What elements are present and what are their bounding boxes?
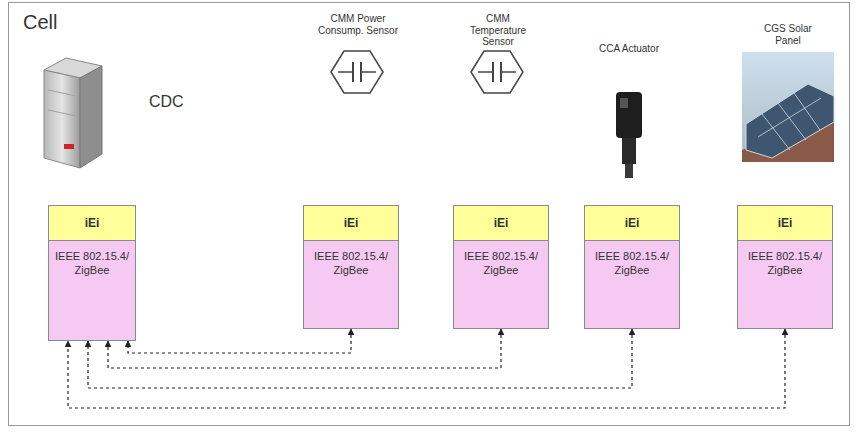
sensor-symbol: [331, 51, 383, 93]
actuator-icon: [616, 92, 642, 178]
server-icon: [44, 58, 102, 168]
solar-panel-photo: [742, 52, 834, 162]
radio-stack-box: IEEE 802.15.4/ ZigBee: [453, 241, 549, 329]
protocol-box: iEi: [48, 205, 136, 241]
protocol-box: iEi: [303, 205, 399, 241]
dashed-link: [108, 329, 501, 368]
box-text: iEi: [49, 206, 135, 230]
box-text: iEi: [585, 206, 679, 230]
box-text: IEEE 802.15.4/ ZigBee: [585, 241, 679, 277]
box-text: IEEE 802.15.4/ ZigBee: [304, 241, 398, 277]
radio-stack-box: IEEE 802.15.4/ ZigBee: [737, 241, 833, 329]
device-label: CMM Power Consump. Sensor: [312, 13, 404, 36]
protocol-box: iEi: [584, 205, 680, 241]
box-text: IEEE 802.15.4/ ZigBee: [49, 241, 135, 277]
cell-title: Cell: [23, 11, 57, 34]
dashed-link: [128, 329, 351, 353]
device-label: CMM Temperature Sensor: [458, 13, 538, 48]
protocol-box: iEi: [453, 205, 549, 241]
dashed-link: [88, 329, 632, 388]
radio-stack-box: IEEE 802.15.4/ ZigBee: [303, 241, 399, 329]
box-text: IEEE 802.15.4/ ZigBee: [454, 241, 548, 277]
radio-stack-box: IEEE 802.15.4/ ZigBee: [48, 241, 136, 341]
device-label: CGS Solar Panel: [753, 23, 823, 46]
box-text: iEi: [738, 206, 832, 230]
device-label: CDC: [149, 93, 184, 111]
box-text: IEEE 802.15.4/ ZigBee: [738, 241, 832, 277]
dashed-link: [68, 329, 785, 408]
protocol-box: iEi: [737, 205, 833, 241]
box-text: iEi: [304, 206, 398, 230]
device-label: CCA Actuator: [594, 43, 664, 55]
box-text: iEi: [454, 206, 548, 230]
radio-stack-box: IEEE 802.15.4/ ZigBee: [584, 241, 680, 329]
cell-frame: Cell iEiIEEE 802.15.4/ ZigBee iEiIEEE 802.…: [8, 2, 850, 426]
sensor-symbol: [471, 51, 523, 93]
